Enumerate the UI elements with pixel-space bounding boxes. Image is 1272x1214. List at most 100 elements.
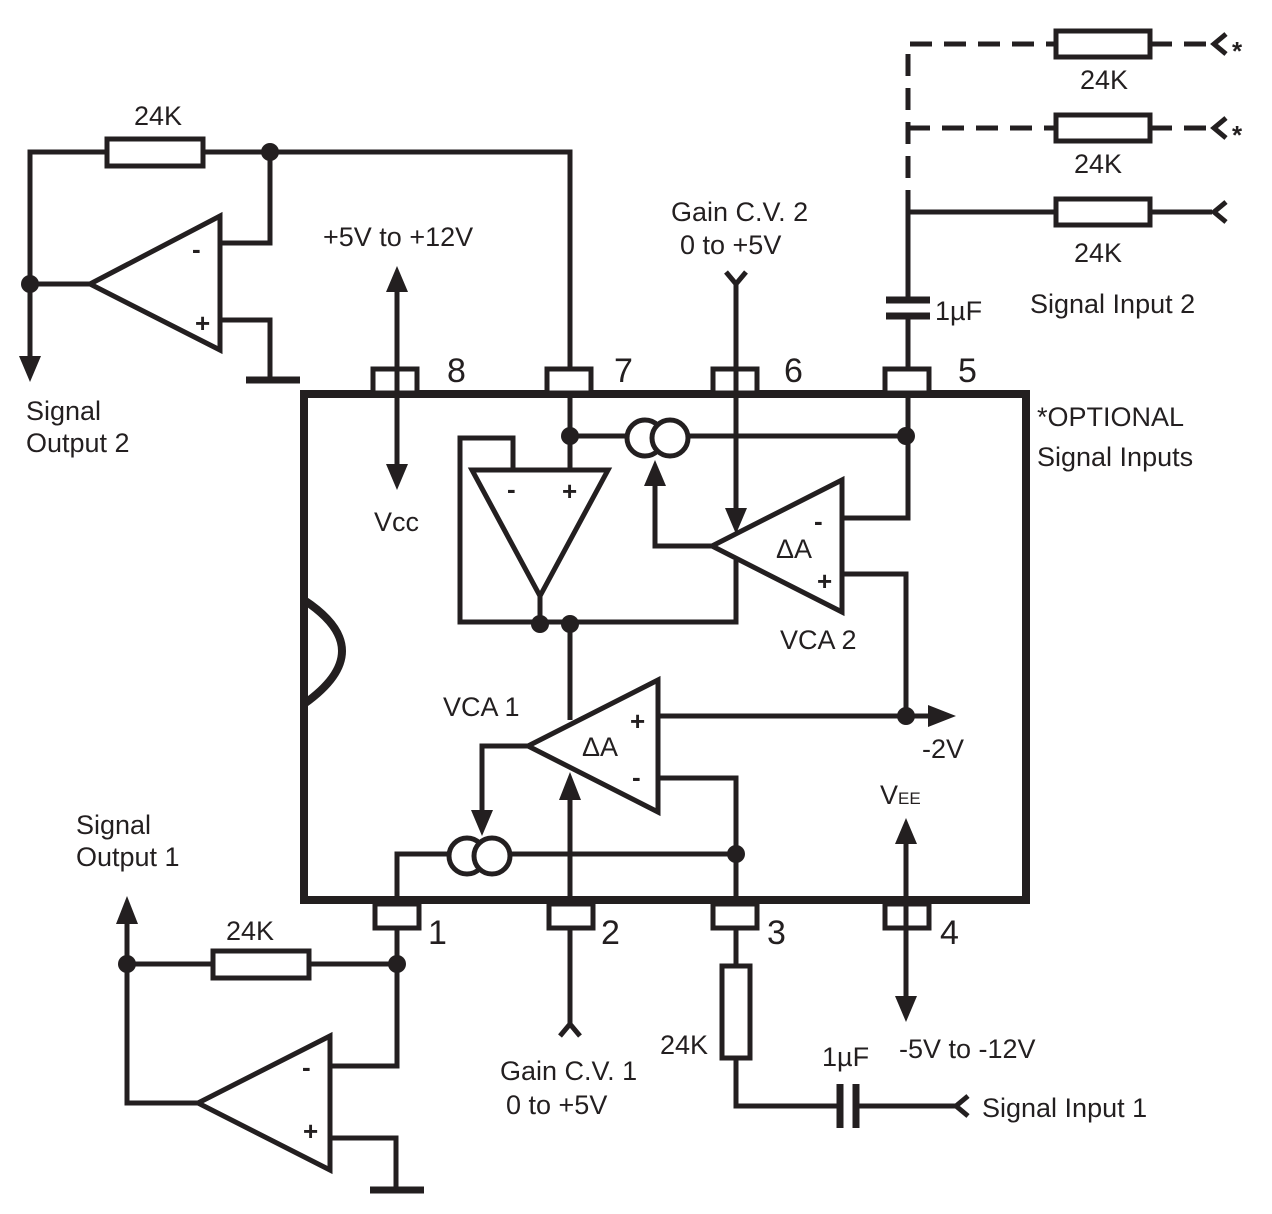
out2-output-wire: [27, 281, 90, 356]
optional-input-2-chevron-icon: [1210, 116, 1228, 140]
signal-input-1-label: Signal Input 1: [982, 1093, 1147, 1123]
gain-cv1-input-chevron-icon: [558, 1020, 582, 1038]
node-out2-feedback: [261, 143, 279, 161]
c-in1-label: 1µF: [822, 1042, 869, 1072]
vca2-minus-sign: -: [814, 506, 823, 536]
optional-marker-1: *: [1232, 36, 1243, 66]
current-source-2-right: [649, 417, 691, 459]
opamp2-minus-sign: -: [192, 234, 201, 264]
r-opt2-label: 24K: [1074, 149, 1122, 179]
vee-label-sub: EE: [898, 789, 921, 808]
vca2-plus-sign: +: [817, 566, 832, 596]
vca1-label: VCA 1: [443, 692, 520, 722]
r-out1-label: 24K: [226, 916, 274, 946]
vee-up-arrow-icon: [895, 818, 917, 844]
opamp-output-2: [84, 211, 223, 355]
signal-input-2-label: Signal Input 2: [1030, 289, 1195, 319]
vee-label-main: V: [880, 780, 898, 810]
r-opt1-label: 24K: [1080, 65, 1128, 95]
optional-input-dashed-wire-right: [1150, 41, 1212, 131]
node-minus-2v: [897, 707, 915, 725]
resistor-input-2: [1053, 196, 1153, 228]
gain-cv1-arrow-icon: [559, 772, 581, 800]
pin-number-8: 8: [447, 352, 466, 390]
vca2-output-arrow-icon: [644, 460, 666, 486]
resistor-optional-input-2: [1053, 112, 1153, 144]
capacitor-input-2: [886, 296, 930, 320]
out2-noninv-ground-wire: [220, 317, 273, 380]
optional-note-line1: *OPTIONAL: [1037, 402, 1184, 432]
pin-3-tab: [710, 901, 760, 931]
optional-input-1-chevron-icon: [1210, 32, 1228, 56]
signal-output-1-line2: Output 1: [76, 842, 180, 872]
pin-number-2: 2: [601, 914, 620, 952]
pin-number-3: 3: [767, 914, 786, 952]
vca1-inv-wire: [658, 775, 739, 904]
vca2-label: VCA 2: [780, 625, 857, 655]
buffer-plus-sign: +: [562, 476, 577, 506]
vca1-output-arrow-icon: [471, 810, 493, 836]
out1-noninv-ground-wire: [330, 1135, 399, 1190]
node-pin5-internal: [897, 427, 915, 445]
signal-input-1-chevron-icon: [952, 1094, 970, 1118]
pin-number-7: 7: [614, 352, 633, 390]
vee-range-label: -5V to -12V: [899, 1034, 1036, 1064]
opamp-output-1: [192, 1031, 333, 1175]
pin5-internal-wire: [844, 393, 911, 521]
resistor-out2-feedback: [104, 136, 206, 169]
opamp1-plus-sign: +: [303, 1116, 318, 1146]
r-in2-label: 24K: [1074, 238, 1122, 268]
signal-output-2-line1: Signal: [26, 396, 101, 426]
r-out2-label: 24K: [134, 101, 182, 131]
ic-pin1-notch: [301, 596, 346, 708]
minus-2v-arrow-icon: [928, 705, 956, 727]
pin-2-tab: [546, 901, 596, 931]
vca1-output-wire: [479, 743, 528, 812]
signal-output-1-arrow-icon: [116, 896, 138, 924]
minus-2v-label: -2V: [922, 734, 964, 764]
opamp2-plus-sign: +: [195, 308, 210, 338]
c-in2-label: 1µF: [935, 296, 982, 326]
resistor-input-1: [719, 963, 753, 1061]
node-out2: [21, 275, 39, 293]
vca2-amplifier: [706, 475, 845, 617]
vca1-amplifier: [522, 675, 661, 817]
current-source-1-right: [471, 835, 513, 877]
resistor-out1-feedback: [210, 948, 312, 981]
gain-cv2-line1: Gain C.V. 2: [671, 197, 808, 227]
vca1-delta-a: ΔA: [582, 732, 618, 762]
pin-1-tab: [372, 901, 422, 931]
node-pin7-internal: [561, 427, 579, 445]
signal-input-2-wire: [905, 209, 1212, 300]
vca1-plus-sign: +: [630, 706, 645, 736]
current-source-1-wire: [394, 851, 736, 904]
vcc-label: Vcc: [374, 507, 419, 537]
pin-number-5: 5: [958, 352, 977, 390]
vcc-down-arrow-icon: [386, 464, 408, 490]
opamp1-minus-sign: -: [302, 1052, 311, 1082]
buffer-feedback-wire: [457, 435, 540, 625]
buffer-minus-sign: -: [507, 474, 516, 504]
pin-number-4: 4: [940, 914, 959, 952]
ic-package-outline: [300, 390, 1030, 904]
optional-marker-2: *: [1232, 120, 1243, 150]
gain-cv2-line2: 0 to +5V: [680, 230, 781, 260]
vca1-minus-sign: -: [632, 762, 641, 792]
gain-cv2-arrow-icon: [725, 508, 747, 534]
node-out1-feedback: [388, 955, 406, 973]
out2-feedback-wire-right: [203, 149, 573, 369]
vca2-delta-a: ΔA: [776, 534, 812, 564]
capacitor-input-1: [836, 1084, 860, 1128]
out2-inv-input-wire: [220, 152, 273, 246]
node-pin3-internal: [727, 845, 745, 863]
node-buffer-out: [531, 615, 549, 633]
signal-output-2-arrow-icon: [19, 356, 41, 382]
vee-down-arrow-icon: [895, 996, 917, 1022]
pin-5-tab: [882, 366, 932, 396]
opamp-buffer: [467, 467, 613, 602]
pin-number-1: 1: [428, 914, 447, 952]
vca2-output-wire: [652, 484, 712, 549]
optional-note-line2: Signal Inputs: [1037, 442, 1193, 472]
gain-cv1-line1: Gain C.V. 1: [500, 1056, 637, 1086]
